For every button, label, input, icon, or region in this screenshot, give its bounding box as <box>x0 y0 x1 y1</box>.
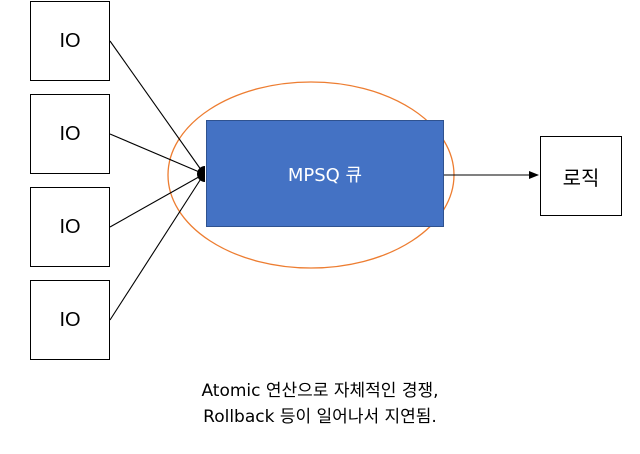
io-node-label: IO <box>59 122 81 145</box>
caption: Atomic 연산으로 자체적인 경쟁, Rollback 등이 일어나서 지연… <box>0 378 640 430</box>
io-node-label: IO <box>59 215 81 238</box>
logic-box: 로직 <box>540 136 622 216</box>
caption-line-1: Atomic 연산으로 자체적인 경쟁, <box>201 381 439 401</box>
io-4-connector <box>109 173 205 321</box>
queue-label: MPSQ 큐 <box>287 164 363 186</box>
io-node-3: IO <box>30 187 110 267</box>
io-node-label: IO <box>59 29 81 52</box>
io-node-label: IO <box>59 308 81 331</box>
io-node-4: IO <box>30 280 110 360</box>
convergence-point-icon <box>197 166 205 182</box>
io-2-connector <box>109 133 205 175</box>
io-1-connector <box>109 40 205 175</box>
io-node-2: IO <box>30 94 110 174</box>
logic-label: 로직 <box>562 165 600 190</box>
caption-line-2: Rollback 등이 일어나서 지연됨. <box>203 407 437 427</box>
io-3-connector <box>109 173 205 228</box>
io-node-1: IO <box>30 1 110 81</box>
mpsq-queue-box: MPSQ 큐 <box>206 120 444 227</box>
